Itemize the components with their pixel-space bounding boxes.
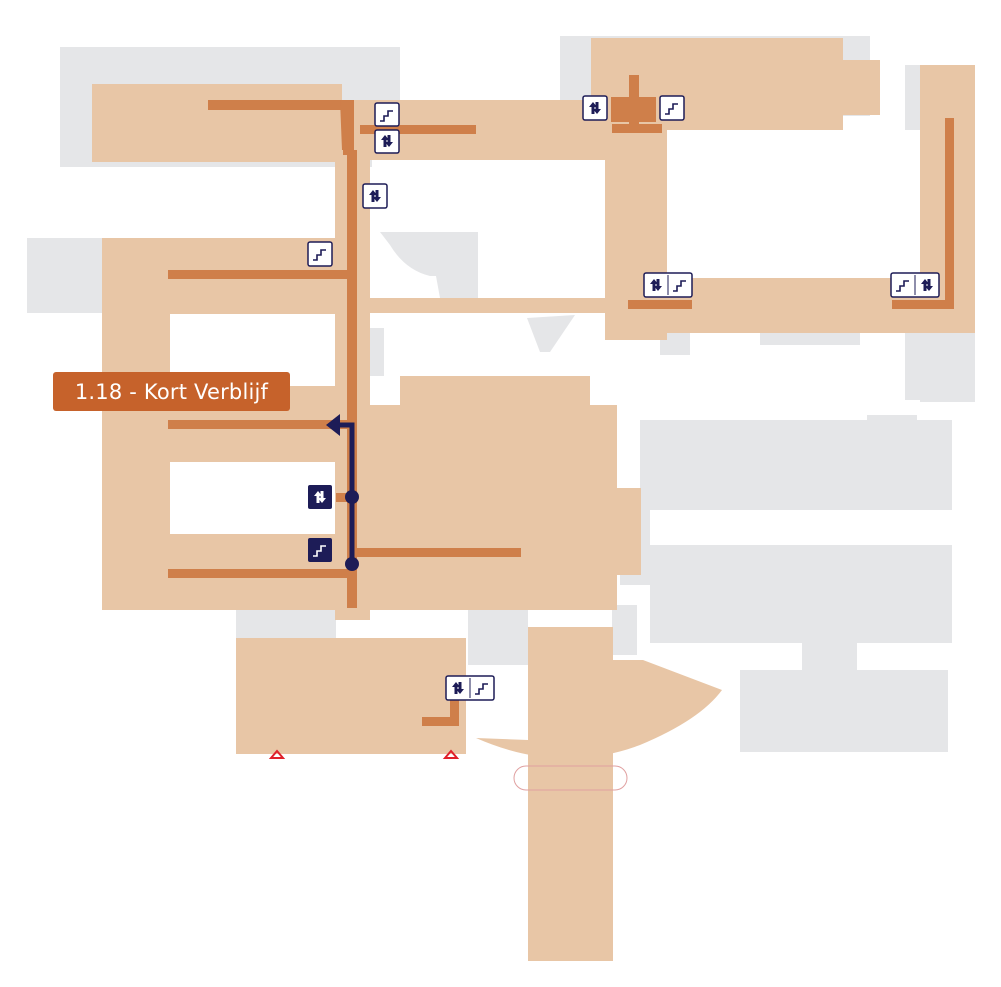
map-icons [307,95,940,701]
corridors [168,75,954,726]
elevator-icon [362,183,388,209]
entrance-markers [268,749,628,791]
stairs-icon [374,102,400,127]
stairs-elevator-icon [890,272,940,298]
route-path [326,414,359,571]
route-arrowhead [326,414,340,436]
elevator-icon [374,129,400,154]
route-node [345,490,359,504]
route-node [345,557,359,571]
stairs-icon [659,95,685,121]
elevator-icon [582,95,608,121]
destination-label: 1.18 - Kort Verblijf [53,372,290,411]
destination-label-text: 1.18 - Kort Verblijf [74,379,269,404]
elevator-stairs-icon [445,675,495,701]
stairs-icon [308,538,332,562]
elevator-stairs-icon [643,272,693,298]
stairs-icon [307,241,333,267]
elevator-icon [308,485,332,509]
